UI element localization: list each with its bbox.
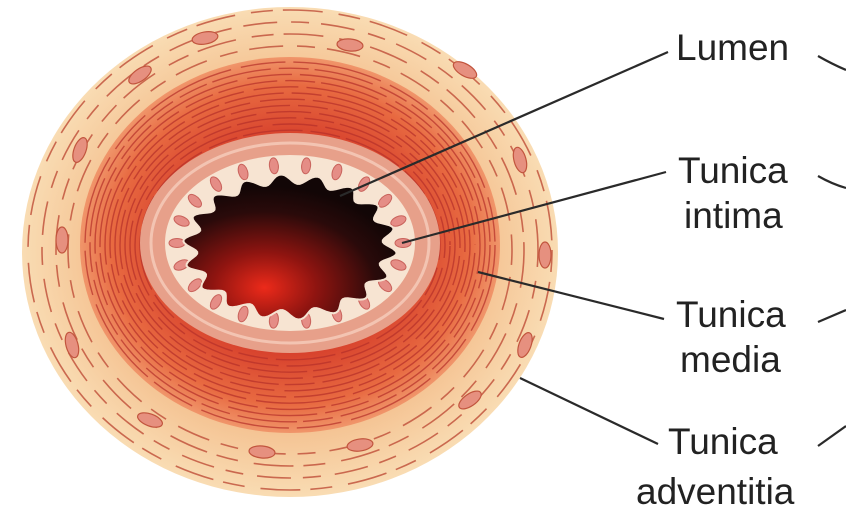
endothelial-nucleus	[169, 239, 185, 248]
leader-line-adventitia	[520, 378, 658, 444]
label-media-line2: media	[680, 339, 781, 380]
adventitia-nucleus	[56, 227, 68, 253]
label-lumen: Lumen	[676, 27, 789, 68]
leader-tick-lumen	[818, 56, 846, 70]
leader-tick-intima	[818, 176, 846, 188]
leader-tick-media	[818, 310, 846, 322]
label-adventitia-line1: Tunica	[668, 421, 778, 462]
adventitia-nucleus	[539, 242, 551, 268]
label-adventitia-line2: adventitia	[636, 471, 795, 512]
leader-tick-adventitia	[818, 426, 846, 446]
label-intima-line2: intima	[684, 195, 783, 236]
labels: Lumen Tunica intima Tunica media Tunica …	[636, 27, 795, 512]
label-intima-line1: Tunica	[678, 150, 788, 191]
label-media-line1: Tunica	[676, 294, 786, 335]
